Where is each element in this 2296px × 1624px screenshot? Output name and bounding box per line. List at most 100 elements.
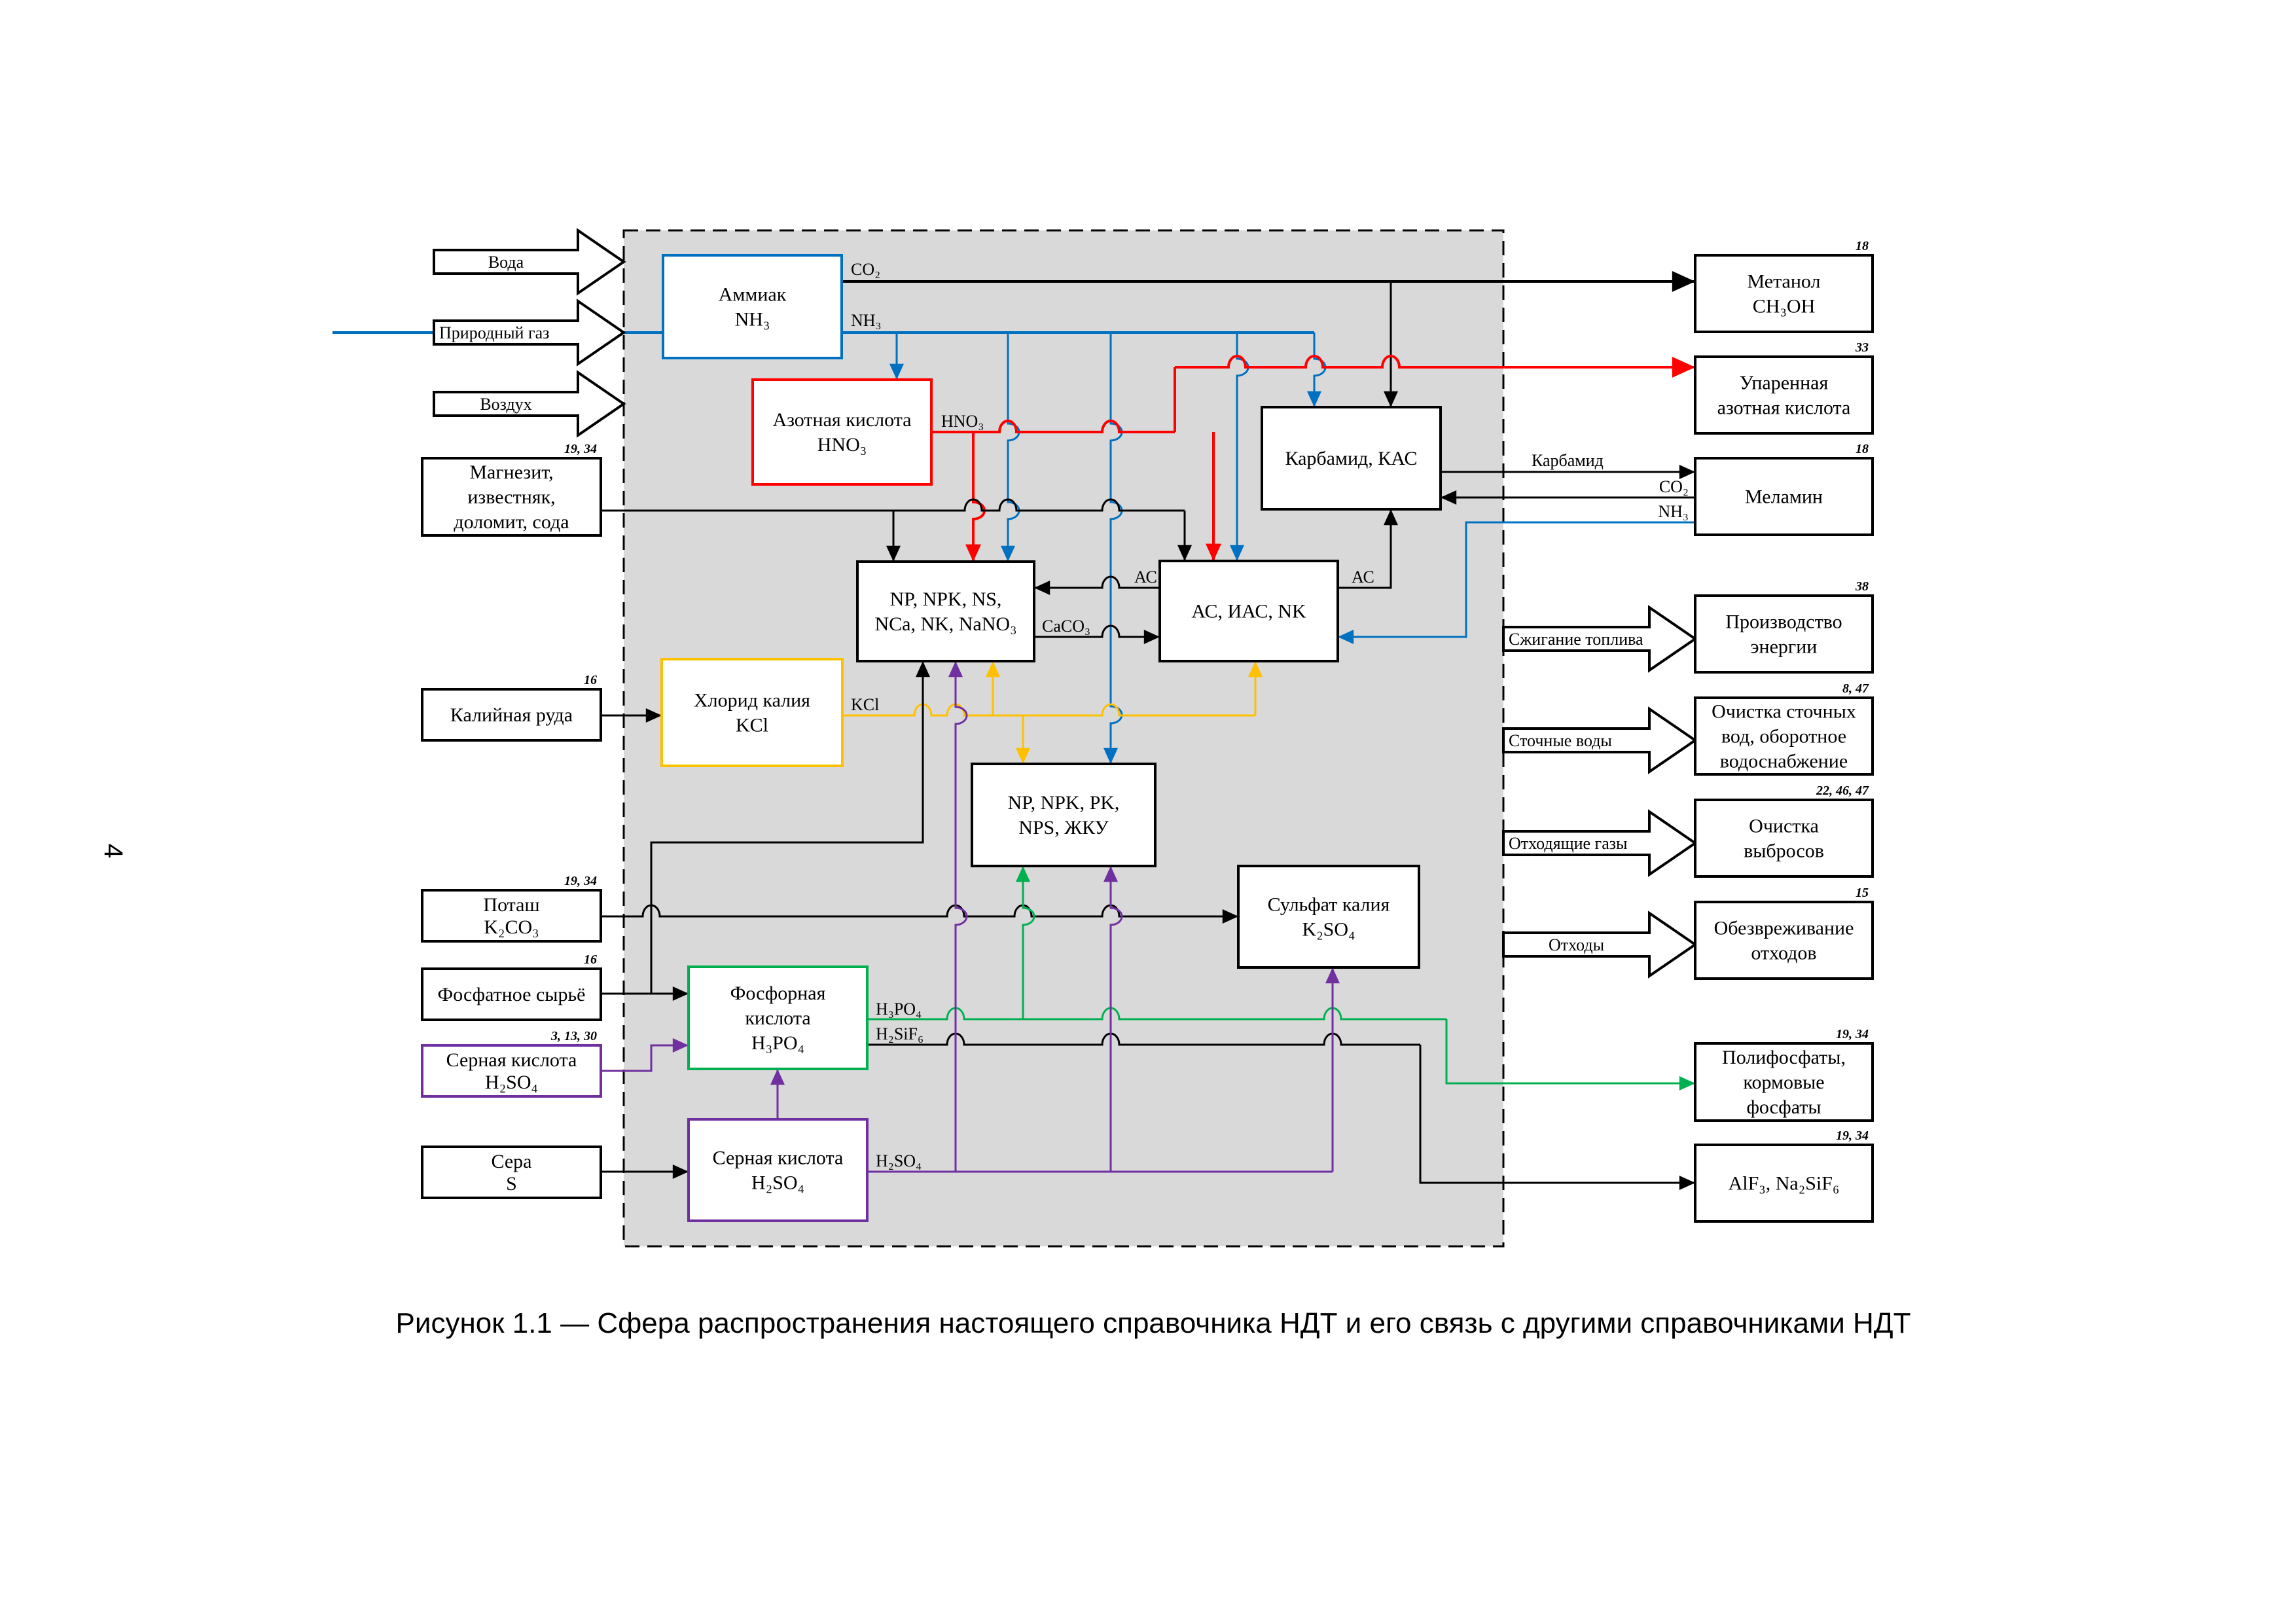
output-box-wastewater-label: вод, оборотное bbox=[1721, 726, 1846, 748]
arrowhead-icon bbox=[1143, 630, 1160, 644]
input-box-sulfuric-acid-ref-number: 3, 13, 30 bbox=[550, 1029, 597, 1043]
output-box-waste-label: отходов bbox=[1751, 943, 1816, 964]
input-box-sulfur-label: S bbox=[506, 1173, 517, 1195]
output-box-alf3-ref-number: 19, 34 bbox=[1836, 1128, 1869, 1143]
magnesite-line bbox=[601, 498, 1185, 512]
label-h2so4: H₂SO₄ bbox=[876, 1151, 922, 1170]
process-box-nitric-acid-frame bbox=[751, 378, 933, 486]
output-box-energy-ref-number: 38 bbox=[1855, 579, 1869, 594]
input-box-phosphate-ref-number: 16 bbox=[584, 952, 597, 967]
input-box-sulfur-label: Сера bbox=[491, 1151, 531, 1172]
page-number: 4 bbox=[99, 844, 128, 858]
output-box-polyphosphates-label: Полифосфаты, bbox=[1722, 1047, 1846, 1068]
label-carbamide: Карбамид bbox=[1532, 451, 1604, 470]
arrowhead-icon bbox=[889, 363, 904, 380]
input-box-magnesite-ref-number: 19, 34 bbox=[564, 442, 597, 456]
label-h2sif6: H₂SiF₆ bbox=[876, 1024, 924, 1043]
input-box-potash-ore-frame bbox=[421, 688, 602, 742]
process-box-ammonia-frame bbox=[662, 254, 843, 359]
output-box-waste-label: Обезвреживание bbox=[1714, 918, 1854, 939]
output-box-polyphosphates-frame bbox=[1694, 1042, 1874, 1122]
arrowhead-icon bbox=[645, 708, 662, 723]
arrowhead-icon bbox=[1206, 543, 1221, 561]
output-arrow-waste-label: Отходы bbox=[1549, 935, 1604, 954]
label-kcl: KCl bbox=[851, 695, 879, 714]
output-arrow-waste-shape bbox=[1502, 911, 1698, 979]
process-box-ammonia-label: NH₃ bbox=[735, 309, 770, 331]
output-box-emissions-label: выбросов bbox=[1744, 840, 1824, 862]
arrowhead-icon bbox=[1103, 866, 1118, 882]
input-box-potash-label: Поташ bbox=[483, 894, 539, 916]
process-box-kcl-frame bbox=[660, 658, 844, 767]
process-box-phosphoric-acid-label: кислота bbox=[745, 1007, 810, 1029]
arrowhead-icon bbox=[1222, 909, 1238, 924]
process-box-nitric-acid-label: HNO₃ bbox=[817, 434, 867, 456]
arrowhead-icon bbox=[1679, 465, 1695, 479]
h2so4-to-npk bbox=[1109, 866, 1123, 1172]
process-box-np-ns-label: NP, NPK, NS, bbox=[890, 588, 1002, 610]
process-box-k2so4-label: K₂SO₄ bbox=[1302, 919, 1355, 941]
input-arrow-water-shape bbox=[433, 228, 626, 296]
output-arrow-wastewater-shape bbox=[1502, 706, 1698, 774]
input-box-potash-label: K₂CO₃ bbox=[484, 916, 539, 938]
process-box-np-ns-label: NCa, NK, NaNO₃ bbox=[874, 613, 1016, 635]
input-arrow-water-label: Вода bbox=[488, 253, 524, 272]
output-arrow-wastewater-label: Сточные воды bbox=[1509, 731, 1612, 750]
output-box-energy-label: энергии bbox=[1751, 636, 1818, 658]
h3po4-to-polyphosphates-line bbox=[1445, 1019, 1695, 1085]
process-box-phosphoric-acid-label: Фосфорная bbox=[730, 983, 826, 1004]
input-box-sulfur-frame bbox=[421, 1146, 602, 1199]
h2sif6-to-alf3-line bbox=[1419, 1045, 1695, 1184]
process-box-sulfuric-acid-label: H₂SO₄ bbox=[751, 1172, 804, 1194]
input-arrow-air-label: Воздух bbox=[480, 395, 531, 414]
figure-caption: Рисунок 1.1 — Сфера распространения наст… bbox=[396, 1307, 1911, 1339]
process-box-carbamide-label: Карбамид, КАС bbox=[1285, 448, 1417, 469]
arrowhead-icon bbox=[1177, 545, 1192, 561]
output-box-emissions-frame bbox=[1694, 799, 1874, 878]
process-box-k2so4-frame bbox=[1237, 865, 1420, 969]
process-box-sulfuric-acid-label: Серная кислота bbox=[713, 1147, 844, 1169]
output-box-alf3: AlF₃, Na₂SiF₆ 19, 34 bbox=[1694, 1128, 1874, 1223]
process-box-kcl-label: Хлорид калия bbox=[694, 690, 810, 712]
sulfuric-in-to-h3po4-line bbox=[601, 1044, 689, 1072]
output-arrow-wastewater: Сточные воды bbox=[1502, 706, 1698, 774]
arrowhead-icon bbox=[1103, 748, 1118, 764]
output-box-energy-frame bbox=[1694, 594, 1874, 674]
process-box-phosphoric-acid-frame bbox=[687, 965, 869, 1070]
process-box-sulfuric-acid-frame bbox=[687, 1118, 869, 1222]
process-box-an: АС, ИАС, NK bbox=[1158, 560, 1339, 662]
output-box-alf3-label: AlF₃, Na₂SiF₆ bbox=[1729, 1173, 1840, 1195]
output-box-conc-nitric-acid-ref-number: 33 bbox=[1855, 340, 1869, 355]
an-to-np-line bbox=[1034, 575, 1160, 589]
process-box-npk-pk-label: NPS, ЖКУ bbox=[1018, 817, 1109, 839]
input-box-sulfuric-acid-label: H₂SO₄ bbox=[485, 1072, 538, 1093]
input-arrow-air: Воздух bbox=[433, 370, 626, 438]
process-box-ammonia-label: Аммиак bbox=[719, 284, 787, 306]
arrowhead-icon bbox=[965, 544, 981, 562]
arrowhead-icon bbox=[986, 661, 1000, 677]
process-box-npk-pk-label: NP, NPK, PK, bbox=[1008, 792, 1120, 814]
input-box-magnesite-label: доломит, сода bbox=[454, 511, 569, 533]
arrowhead-icon bbox=[1384, 509, 1398, 526]
arrowhead-icon bbox=[672, 1038, 689, 1053]
melamine-nh3-to-an-line bbox=[1338, 521, 1695, 638]
output-box-emissions-label: Очистка bbox=[1749, 816, 1819, 837]
output-box-wastewater-ref-number: 8, 47 bbox=[1842, 681, 1869, 696]
output-arrow-off-gases-label: Отходящие газы bbox=[1509, 834, 1628, 853]
process-box-phosphoric-acid-label: H₃PO₄ bbox=[751, 1032, 804, 1054]
input-arrow-water: Вода bbox=[433, 228, 626, 296]
arrowhead-icon bbox=[948, 661, 963, 677]
